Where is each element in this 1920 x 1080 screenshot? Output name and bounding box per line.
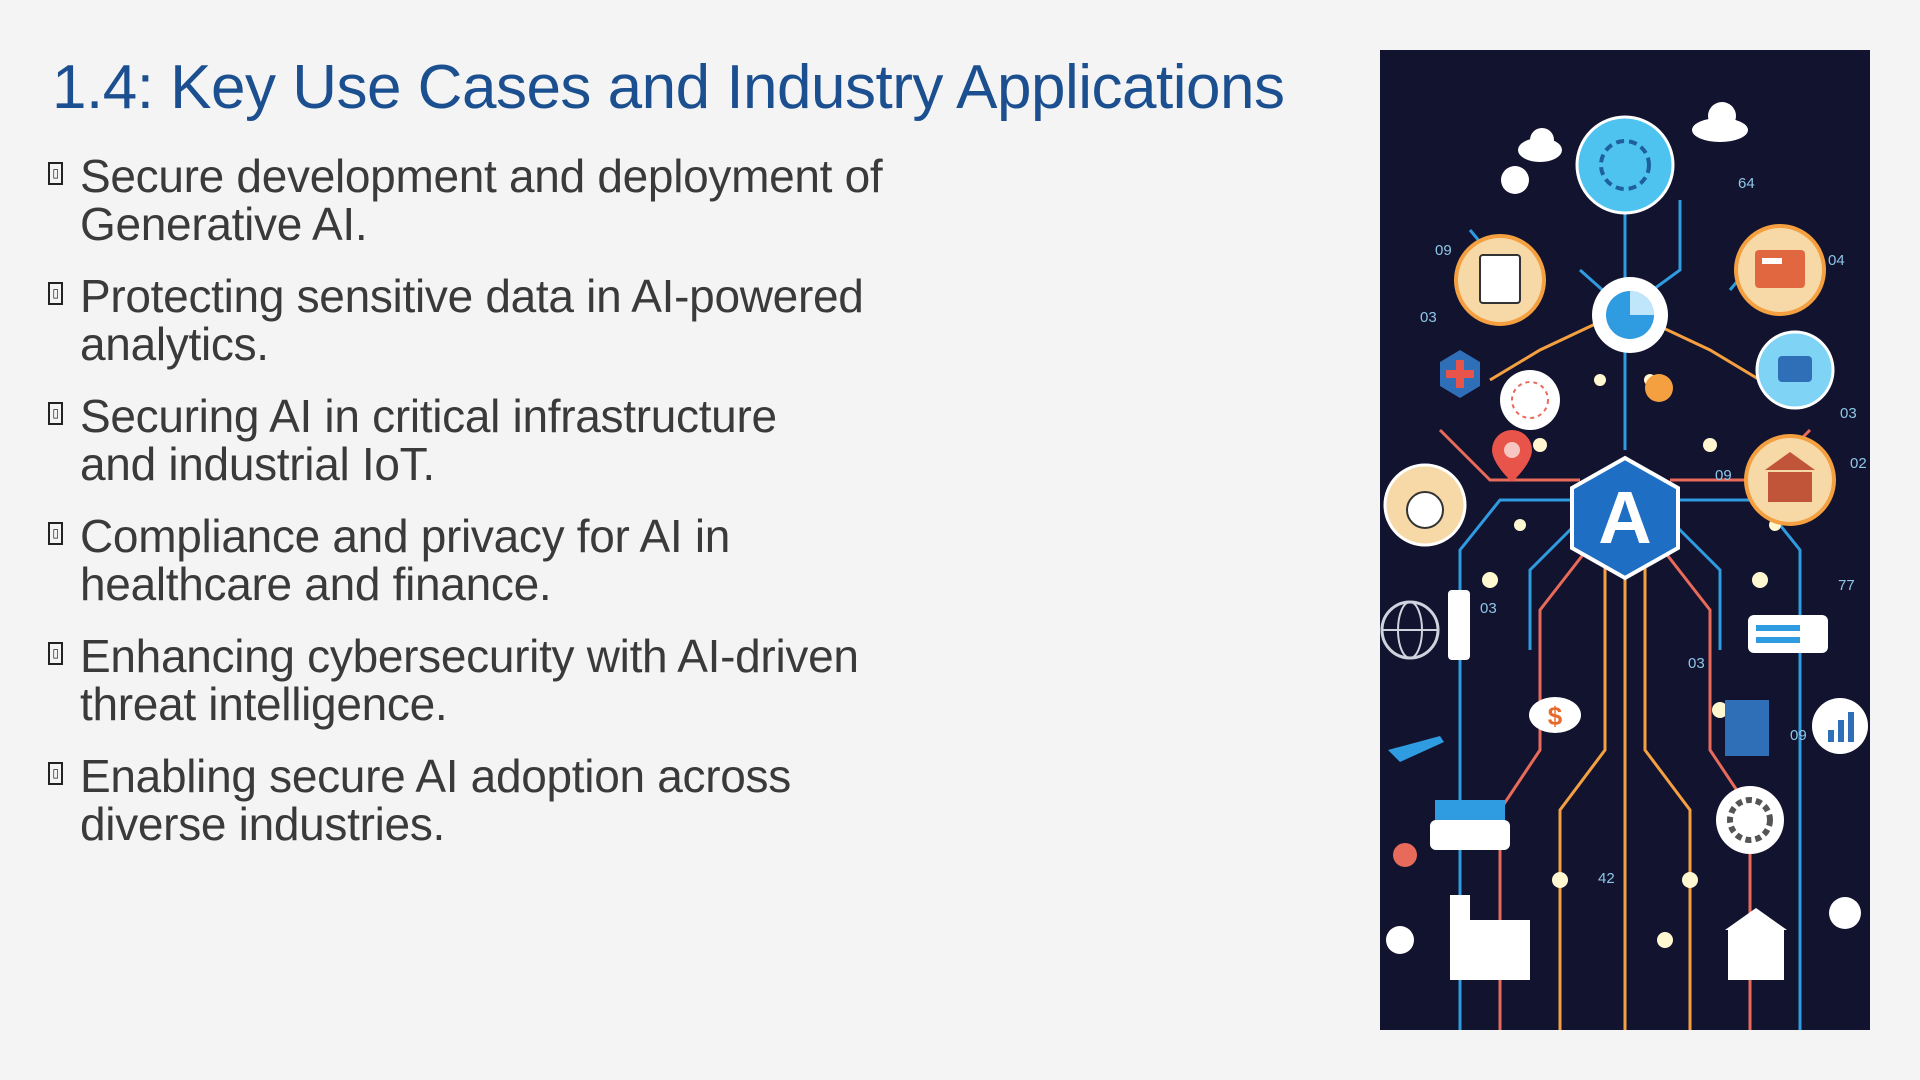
bullet-text-line-2: analytics. [80,318,269,370]
number-label: 42 [1598,870,1615,887]
tower-icon [1448,590,1470,660]
number-label: 09 [1790,727,1807,744]
bullet-marker-icon: ▯ [48,162,63,185]
number-label: 64 [1738,175,1755,192]
server-panel-icon [1748,615,1828,653]
small-circle-icon [1386,926,1414,954]
coin-icon [1645,374,1673,402]
bullet-text-line-1: Compliance and privacy for AI in [80,510,731,562]
number-label: 04 [1828,252,1845,269]
bullet-item: ▯ Protecting sensitive data in AI-powere… [48,272,978,368]
number-label: 77 [1838,577,1855,594]
bullet-marker-icon: ▯ [48,522,63,545]
number-label: 09 [1715,467,1732,484]
bullet-marker-icon: ▯ [48,642,63,665]
bullet-marker-icon: ▯ [48,402,63,425]
gear-icon [1716,786,1784,854]
ai-circuit-illustration: $ A [1380,50,1870,1030]
dollar-bubble-icon [1529,697,1581,733]
bullet-text-line-1: Securing AI in critical infrastructure [80,390,777,442]
cloud-icons [1501,102,1748,194]
ai-circuit-svg: $ A [1380,102,1868,1030]
bank-building-icon [1728,930,1784,980]
ai-letter: A [1598,476,1651,559]
number-label: 03 [1688,655,1705,672]
bullet-item: ▯ Secure development and deployment of G… [48,152,978,248]
bullet-marker-icon: ▯ [48,282,63,305]
bullet-text-line-1: Protecting sensitive data in AI-powered [80,270,864,322]
number-label: 09 [1435,242,1452,259]
bullet-text-line-2: diverse industries. [80,798,446,850]
network-icon-circle [1500,370,1560,430]
bullet-text-line-2: threat intelligence. [80,678,448,730]
bullet-text-line-2: healthcare and finance. [80,558,552,610]
bullet-item: ▯ Securing AI in critical infrastructure… [48,392,978,488]
top-blue-circle [1575,115,1675,215]
ai-hexagon [1570,455,1680,581]
bag-icon [1829,897,1861,929]
bullet-text-line-2: and industrial IoT. [80,438,435,490]
bullet-text-line-1: Secure development and deployment of [80,150,883,202]
small-red-icon [1393,843,1417,867]
bullet-item: ▯ Compliance and privacy for AI in healt… [48,512,978,608]
dollar-sign: $ [1548,701,1563,731]
number-label: 03 [1480,600,1497,617]
number-label: 03 [1420,309,1437,326]
bullet-text-line-2: Generative AI. [80,198,368,250]
bullet-item: ▯ Enhancing cybersecurity with AI-driven… [48,632,978,728]
factory-icon [1725,700,1769,756]
number-labels: 64 09 04 03 03 02 09 77 03 03 09 42 [1420,175,1867,887]
bullet-list: ▯ Secure development and deployment of G… [48,152,978,872]
number-label: 03 [1840,405,1857,422]
bullet-marker-icon: ▯ [48,762,63,785]
bullet-text-line-1: Enhancing cybersecurity with AI-driven [80,630,859,682]
slide-title: 1.4: Key Use Cases and Industry Applicat… [52,53,1285,122]
bullet-text-line-1: Enabling secure AI adoption across [80,750,791,802]
number-label: 02 [1850,455,1867,472]
bullet-item: ▯ Enabling secure AI adoption across div… [48,752,978,848]
airplane-icon [1388,736,1444,762]
castle-building-icon [1450,920,1530,980]
